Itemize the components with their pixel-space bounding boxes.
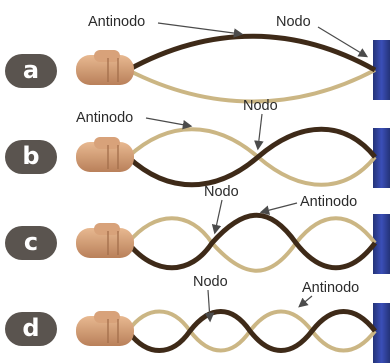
node-arrow-a [317, 26, 369, 58]
rope-d-dark [125, 309, 377, 353]
panel-b-badge: b [5, 140, 57, 174]
panel-a: Antinodo Nodo [76, 14, 390, 104]
antinode-label-b: Antinodo [76, 110, 133, 126]
wall-a [373, 40, 390, 100]
hand-icon [76, 223, 134, 258]
panel-a-badge: a [5, 54, 57, 88]
antinode-label-a: Antinodo [88, 14, 145, 30]
rope-b-light [126, 127, 377, 187]
antinode-label-c: Antinodo [300, 194, 357, 210]
hand-icon [76, 50, 134, 85]
hand-icon [76, 137, 134, 172]
node-label-a: Nodo [276, 14, 311, 30]
panel-c-badge: c [5, 226, 57, 260]
antinode-arrow-d [298, 295, 313, 308]
node-arrow-c [211, 199, 223, 235]
antinode-arrow-c [259, 202, 298, 215]
wall-c [373, 214, 390, 274]
panel-d: Nodo Antinodo [76, 274, 390, 363]
rope-c-light [126, 216, 377, 273]
rope-b-dark [126, 126, 377, 188]
rope-a-light [127, 68, 376, 104]
panel-c: Nodo Antinodo [76, 184, 390, 274]
node-label-b: Nodo [243, 98, 278, 114]
rope-c-dark [126, 212, 377, 271]
hand-icon [76, 311, 134, 346]
node-arrow-b [254, 113, 264, 151]
panel-b: Antinodo Nodo [76, 98, 390, 188]
wall-b [373, 128, 390, 188]
rope-a-dark [126, 33, 377, 73]
node-arrow-d [204, 289, 215, 323]
wall-d [373, 303, 390, 363]
antinode-arrow-b [145, 117, 193, 130]
panel-d-badge: d [5, 312, 57, 346]
antinode-label-d: Antinodo [302, 280, 359, 296]
antinode-arrow-a [157, 22, 244, 38]
node-label-c: Nodo [204, 184, 239, 200]
node-label-d: Nodo [193, 274, 228, 290]
